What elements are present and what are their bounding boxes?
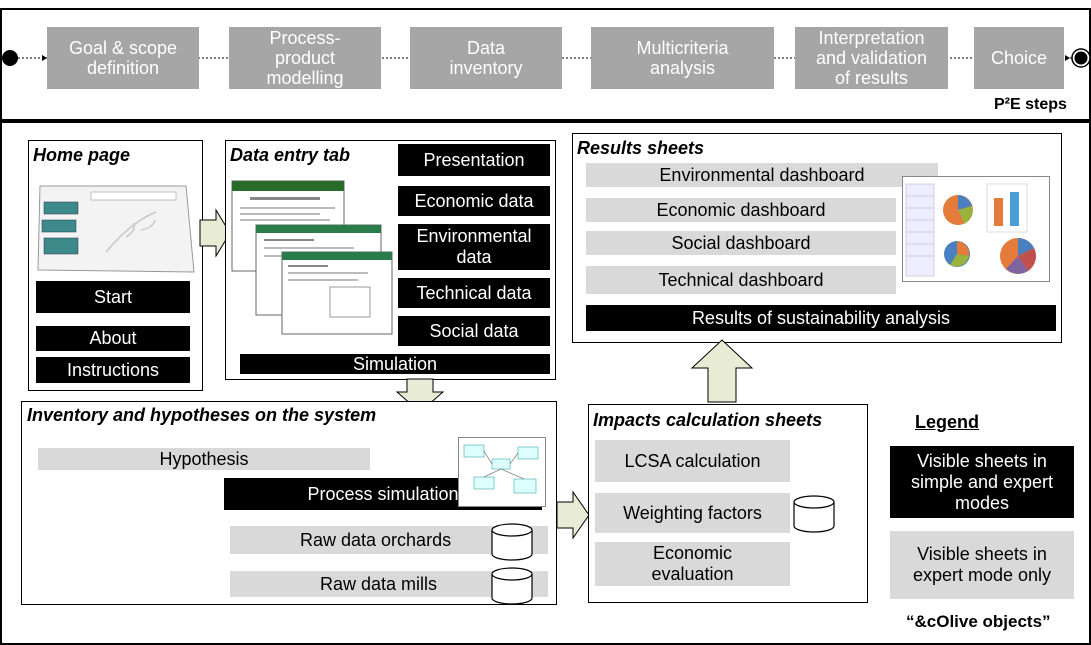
legend-black-swatch: Visible sheets in simple and expert mode… [890,446,1074,518]
step-process-product-modelling: Process- product modelling [229,27,381,89]
weighting-factors-sheet: Weighting factors [595,493,790,533]
economic-dashboard-sheet: Economic dashboard [586,198,896,222]
database-icon [793,495,835,533]
technical-dashboard-sheet: Technical dashboard [586,266,896,294]
tab-economic-data: Economic data [398,186,550,216]
social-dashboard-sheet: Social dashboard [586,231,896,255]
start-button: Start [36,281,190,313]
inventory-title: Inventory and hypotheses on the system [27,405,377,425]
step-goal-scope: Goal & scope definition [47,27,199,89]
dashboard-thumbnail [902,176,1050,282]
arrow-inventory-to-impacts-icon [556,490,590,540]
step-choice: Choice [974,27,1064,89]
lcsa-calculation-sheet: LCSA calculation [595,440,790,482]
legend-title: Legend [915,412,980,432]
results-title: Results sheets [577,138,705,158]
tab-environmental-data: Environmental data [398,224,550,270]
environmental-dashboard-sheet: Environmental dashboard [586,163,938,187]
step-multicriteria-analysis: Multicriteria analysis [591,27,774,89]
results-sustainability-sheet: Results of sustainability analysis [586,305,1056,331]
home-page-thumbnail [37,185,195,273]
objects-caption: “&cOlive objects” [906,612,1051,631]
tab-technical-data: Technical data [398,278,550,308]
start-node-icon [2,50,18,66]
home-page-title: Home page [33,145,131,165]
step-data-inventory: Data inventory [410,27,562,89]
legend-grey-swatch: Visible sheets in expert mode only [890,531,1074,599]
end-node-inner-icon [1074,51,1088,65]
arrowhead-icon [42,55,47,61]
impacts-title: Impacts calculation sheets [593,410,823,430]
economic-evaluation-sheet: Economic evaluation [595,542,790,586]
arrowhead-icon [1065,55,1070,61]
hypothesis-sheet: Hypothesis [38,448,370,470]
database-icon [491,523,533,561]
data-entry-title: Data entry tab [230,145,351,165]
steps-caption: P²E steps [994,96,1067,113]
steps-frame [0,8,1091,121]
arrow-impacts-to-results-icon [690,339,754,403]
step-interpretation-validation: Interpretation and validation of results [795,27,948,89]
data-entry-thumbnails [231,180,393,335]
about-button: About [36,326,190,351]
simulation-sheet: Simulation [240,354,550,374]
instructions-button: Instructions [36,357,190,383]
process-simulation-thumbnail [458,437,546,507]
arrow-home-to-data-entry-icon [199,208,231,258]
database-icon [491,567,533,605]
tab-presentation: Presentation [398,144,550,176]
tab-social-data: Social data [398,316,550,346]
